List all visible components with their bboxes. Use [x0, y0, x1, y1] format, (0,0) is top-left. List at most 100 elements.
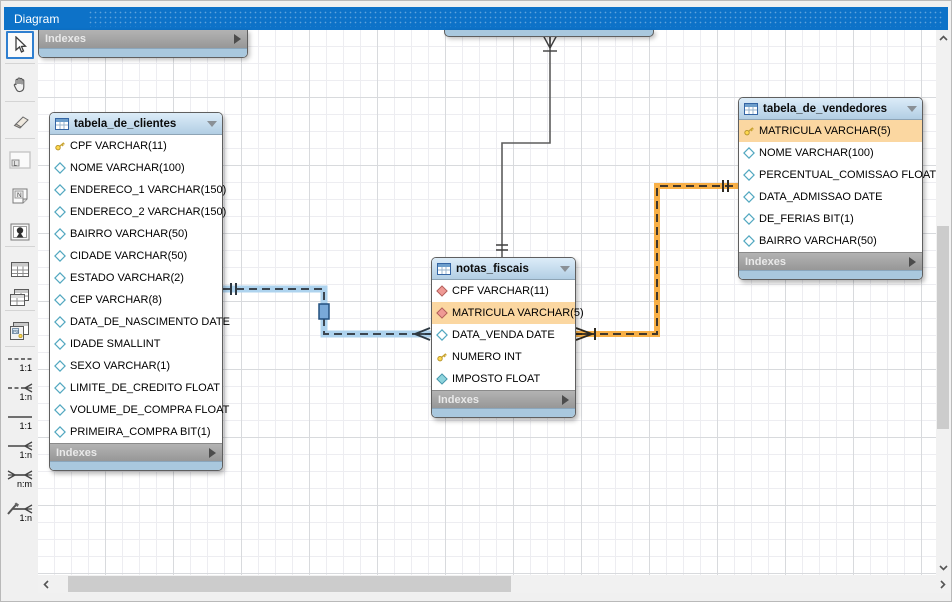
column-row-estado[interactable]: ESTADO VARCHAR(2) [50, 267, 222, 289]
arrow-right-icon [209, 447, 216, 458]
column-row-cep[interactable]: CEP VARCHAR(8) [50, 289, 222, 311]
column-row-matricula[interactable]: MATRICULA VARCHAR(5) [739, 120, 922, 142]
column-notnull-icon [436, 373, 448, 385]
rel-1-n-solid-icon [8, 441, 33, 451]
horizontal-scrollbar-thumb[interactable] [68, 576, 511, 592]
rel-n-m-identifying-tool[interactable]: n:m [5, 469, 35, 496]
caret-down-icon[interactable] [907, 105, 917, 112]
column-row-idade[interactable]: IDADE SMALLINT [50, 333, 222, 355]
scroll-down-button[interactable] [936, 560, 950, 575]
column-definition: DE_FERIAS BIT(1) [759, 213, 854, 225]
column-icon [54, 382, 66, 394]
layer-tool[interactable]: L [6, 146, 34, 174]
column-definition: VOLUME_DE_COMPRA FLOAT [70, 404, 230, 416]
column-definition: IMPOSTO FLOAT [452, 373, 541, 385]
partial-table-top-center[interactable] [444, 30, 654, 37]
column-row-nome[interactable]: NOME VARCHAR(100) [50, 157, 222, 179]
column-icon [54, 206, 66, 218]
toolbar-separator [5, 310, 35, 311]
column-row-nome[interactable]: NOME VARCHAR(100) [739, 142, 922, 164]
column-definition: MATRICULA VARCHAR(5) [452, 307, 584, 319]
column-icon [54, 294, 66, 306]
caret-down-icon[interactable] [560, 265, 570, 272]
column-row-data_de_nascimento[interactable]: DATA_DE_NASCIMENTO DATE [50, 311, 230, 333]
rel-1-1-identifying-tool[interactable]: 1:1 [5, 411, 35, 438]
column-icon [54, 250, 66, 262]
column-icon [54, 360, 66, 372]
indexes-footer[interactable]: Indexes [50, 443, 222, 461]
column-row-percentual_comissao[interactable]: PERCENTUAL_COMISSAO FLOAT [739, 164, 936, 186]
rel-1-n-non-identifying-tool[interactable]: 1:n [5, 382, 35, 409]
partial-table-top-left[interactable]: Indexes [38, 30, 248, 58]
column-definition: PRIMEIRA_COMPRA BIT(1) [70, 426, 211, 438]
scroll-left-button[interactable] [38, 575, 53, 593]
scroll-up-button[interactable] [936, 30, 950, 45]
column-row-data_venda[interactable]: DATA_VENDA DATE [432, 324, 575, 346]
svg-text:N: N [17, 192, 22, 199]
primary-key-icon [437, 353, 447, 362]
toolbar-separator [5, 246, 35, 247]
rel-1-1-non-identifying-tool[interactable]: 1:1 [5, 353, 35, 380]
arrow-right-icon [234, 34, 241, 44]
table-tabela-de-clientes[interactable]: tabela_de_clientes CPF VARCHAR(11)NOME V… [49, 112, 230, 471]
indexes-footer[interactable]: Indexes [432, 390, 575, 408]
column-icon [54, 184, 66, 196]
table-header[interactable]: tabela_de_clientes [50, 113, 222, 135]
diagram-tab-bar[interactable]: Diagram [4, 7, 948, 30]
column-row-data_admissao[interactable]: DATA_ADMISSAO DATE [739, 186, 922, 208]
note-tool[interactable]: N [6, 182, 34, 210]
indexes-footer[interactable]: Indexes [739, 252, 922, 270]
rel-1-n-identifying-tool[interactable]: 1:n [5, 440, 35, 467]
rel-n-m-icon [7, 470, 33, 480]
hand-tool[interactable] [6, 71, 34, 99]
table-bottom-strip [739, 270, 922, 279]
new-table-icon [11, 261, 29, 277]
rel-1-n-existing-columns-tool[interactable]: 1:n [5, 501, 35, 528]
pointer-tool[interactable] [6, 31, 34, 59]
column-row-endereco_2[interactable]: ENDERECO_2 VARCHAR(150) [50, 201, 226, 223]
column-definition: BAIRRO VARCHAR(50) [70, 228, 188, 240]
routine-group-tool[interactable]: PS [6, 317, 34, 345]
column-row-sexo[interactable]: SEXO VARCHAR(1) [50, 355, 222, 377]
view-tool[interactable] [6, 283, 34, 311]
column-row-matricula[interactable]: MATRICULA VARCHAR(5) [432, 302, 584, 324]
table-header[interactable]: notas_fiscais [432, 258, 575, 280]
note-icon: N [12, 188, 28, 204]
foreign-key-icon [436, 307, 448, 319]
vertical-scrollbar[interactable] [936, 30, 950, 575]
column-row-cpf[interactable]: CPF VARCHAR(11) [50, 135, 222, 157]
column-row-volume_de_compra[interactable]: VOLUME_DE_COMPRA FLOAT [50, 399, 229, 421]
toolbar-separator [5, 346, 35, 347]
table-header[interactable]: tabela_de_vendedores [739, 98, 922, 120]
column-row-bairro[interactable]: BAIRRO VARCHAR(50) [50, 223, 222, 245]
column-row-primeira_compra[interactable]: PRIMEIRA_COMPRA BIT(1) [50, 421, 222, 443]
svg-text:PS: PS [13, 329, 19, 334]
column-row-de_ferias[interactable]: DE_FERIAS BIT(1) [739, 208, 922, 230]
caret-down-icon[interactable] [207, 120, 217, 127]
image-tool[interactable] [6, 218, 34, 246]
column-definition: CPF VARCHAR(11) [452, 285, 549, 297]
column-row-cpf[interactable]: CPF VARCHAR(11) [432, 280, 575, 302]
column-row-endereco_1[interactable]: ENDERECO_1 VARCHAR(150) [50, 179, 226, 201]
indexes-footer[interactable]: Indexes [39, 30, 247, 48]
column-row-numero[interactable]: NUMERO INT [432, 346, 575, 368]
new-view-icon [10, 288, 29, 306]
column-row-imposto[interactable]: IMPOSTO FLOAT [432, 368, 575, 390]
vertical-scrollbar-thumb[interactable] [937, 226, 949, 429]
table-bottom-strip [50, 461, 222, 470]
column-row-limite_de_credito[interactable]: LIMITE_DE_CREDITO FLOAT [50, 377, 222, 399]
table-bottom-strip [432, 408, 575, 417]
eraser-tool[interactable] [6, 108, 34, 136]
column-row-bairro[interactable]: BAIRRO VARCHAR(50) [739, 230, 922, 252]
chevron-right-icon [939, 579, 946, 589]
diagram-tab-label: Diagram [14, 11, 60, 26]
indexes-label: Indexes [56, 446, 97, 459]
table-tabela-de-vendedores[interactable]: tabela_de_vendedores MATRICULA VARCHAR(5… [738, 97, 936, 280]
table-tool[interactable] [6, 255, 34, 283]
table-notas-fiscais[interactable]: notas_fiscais CPF VARCHAR(11) MATRICULA V… [431, 257, 584, 418]
scroll-right-button[interactable] [935, 575, 950, 593]
foreign-key-icon [436, 285, 448, 297]
column-row-cidade[interactable]: CIDADE VARCHAR(50) [50, 245, 222, 267]
column-icon [54, 404, 66, 416]
horizontal-scrollbar[interactable] [38, 575, 950, 593]
